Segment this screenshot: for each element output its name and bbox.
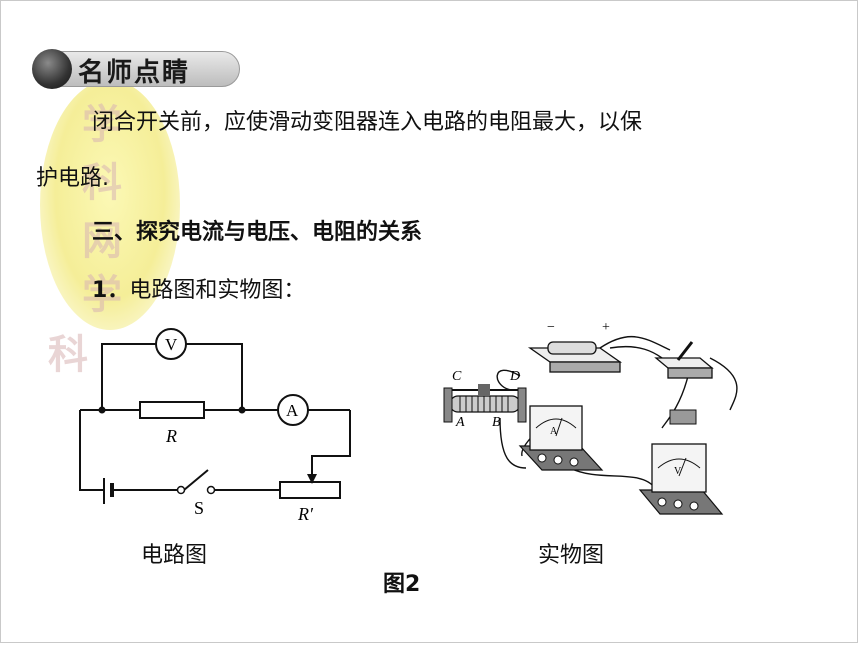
switch-pivot [176, 485, 186, 495]
switch-contact [206, 485, 216, 495]
section-heading: 三、探究电流与电压、电阻的关系 [92, 220, 423, 245]
junction-dot [238, 406, 246, 414]
terminal-b-label: B [492, 415, 501, 430]
ammeter-device [518, 405, 604, 471]
voltmeter-symbol [155, 328, 187, 360]
tip-line-1: 闭合开关前，应使滑动变阻器连入电路的电阻最大，以保 [92, 110, 643, 135]
knife-switch [654, 341, 714, 379]
junction-dot [98, 406, 106, 414]
watermark-char: 科 [48, 331, 88, 378]
ammeter-device-label: A [550, 426, 558, 437]
circuit-diagram: V A R S R′ [79, 328, 351, 524]
badge-label: 名师点睛 [78, 58, 191, 88]
watermark-ellipse [40, 80, 180, 330]
section-badge: 名师点睛 [32, 47, 242, 91]
physical-diagram: − + C D A B A [443, 320, 738, 515]
badge-pill [42, 51, 240, 87]
terminal-a-label: A [455, 415, 465, 430]
ammeter-label: A [286, 401, 299, 420]
rheostat-slider-arrow [307, 474, 317, 484]
terminal-d-label: D [509, 369, 520, 384]
battery-positive-label: + [602, 320, 610, 335]
battery-negative-label: − [547, 320, 555, 335]
ammeter-symbol [277, 394, 309, 426]
tip-line-2: 护电路. [36, 166, 109, 191]
terminal-c-label: C [452, 369, 462, 384]
voltmeter-label: V [165, 335, 178, 354]
item-text: 电路图和实物图： [129, 278, 306, 303]
badge-circle-icon [32, 49, 72, 89]
watermark-char: 学 [82, 101, 122, 148]
voltmeter-device [638, 409, 724, 515]
rheostat-device [443, 384, 527, 423]
watermark-char: 学 [82, 271, 122, 318]
battery-box [527, 341, 623, 373]
watermark-char: 网 [82, 217, 122, 264]
watermark-char: 科 [82, 159, 122, 206]
voltmeter-device-label: V [674, 466, 682, 477]
item-heading: 1．电路图和实物图： [92, 272, 305, 304]
figure-number: 图2 [383, 572, 421, 597]
resistor-label: R [165, 426, 177, 446]
circuit-caption: 电路图 [141, 543, 208, 568]
item-number: 1． [92, 278, 130, 303]
physical-caption: 实物图 [538, 543, 605, 568]
rheostat-label: R′ [297, 504, 314, 524]
switch-label: S [194, 498, 204, 518]
